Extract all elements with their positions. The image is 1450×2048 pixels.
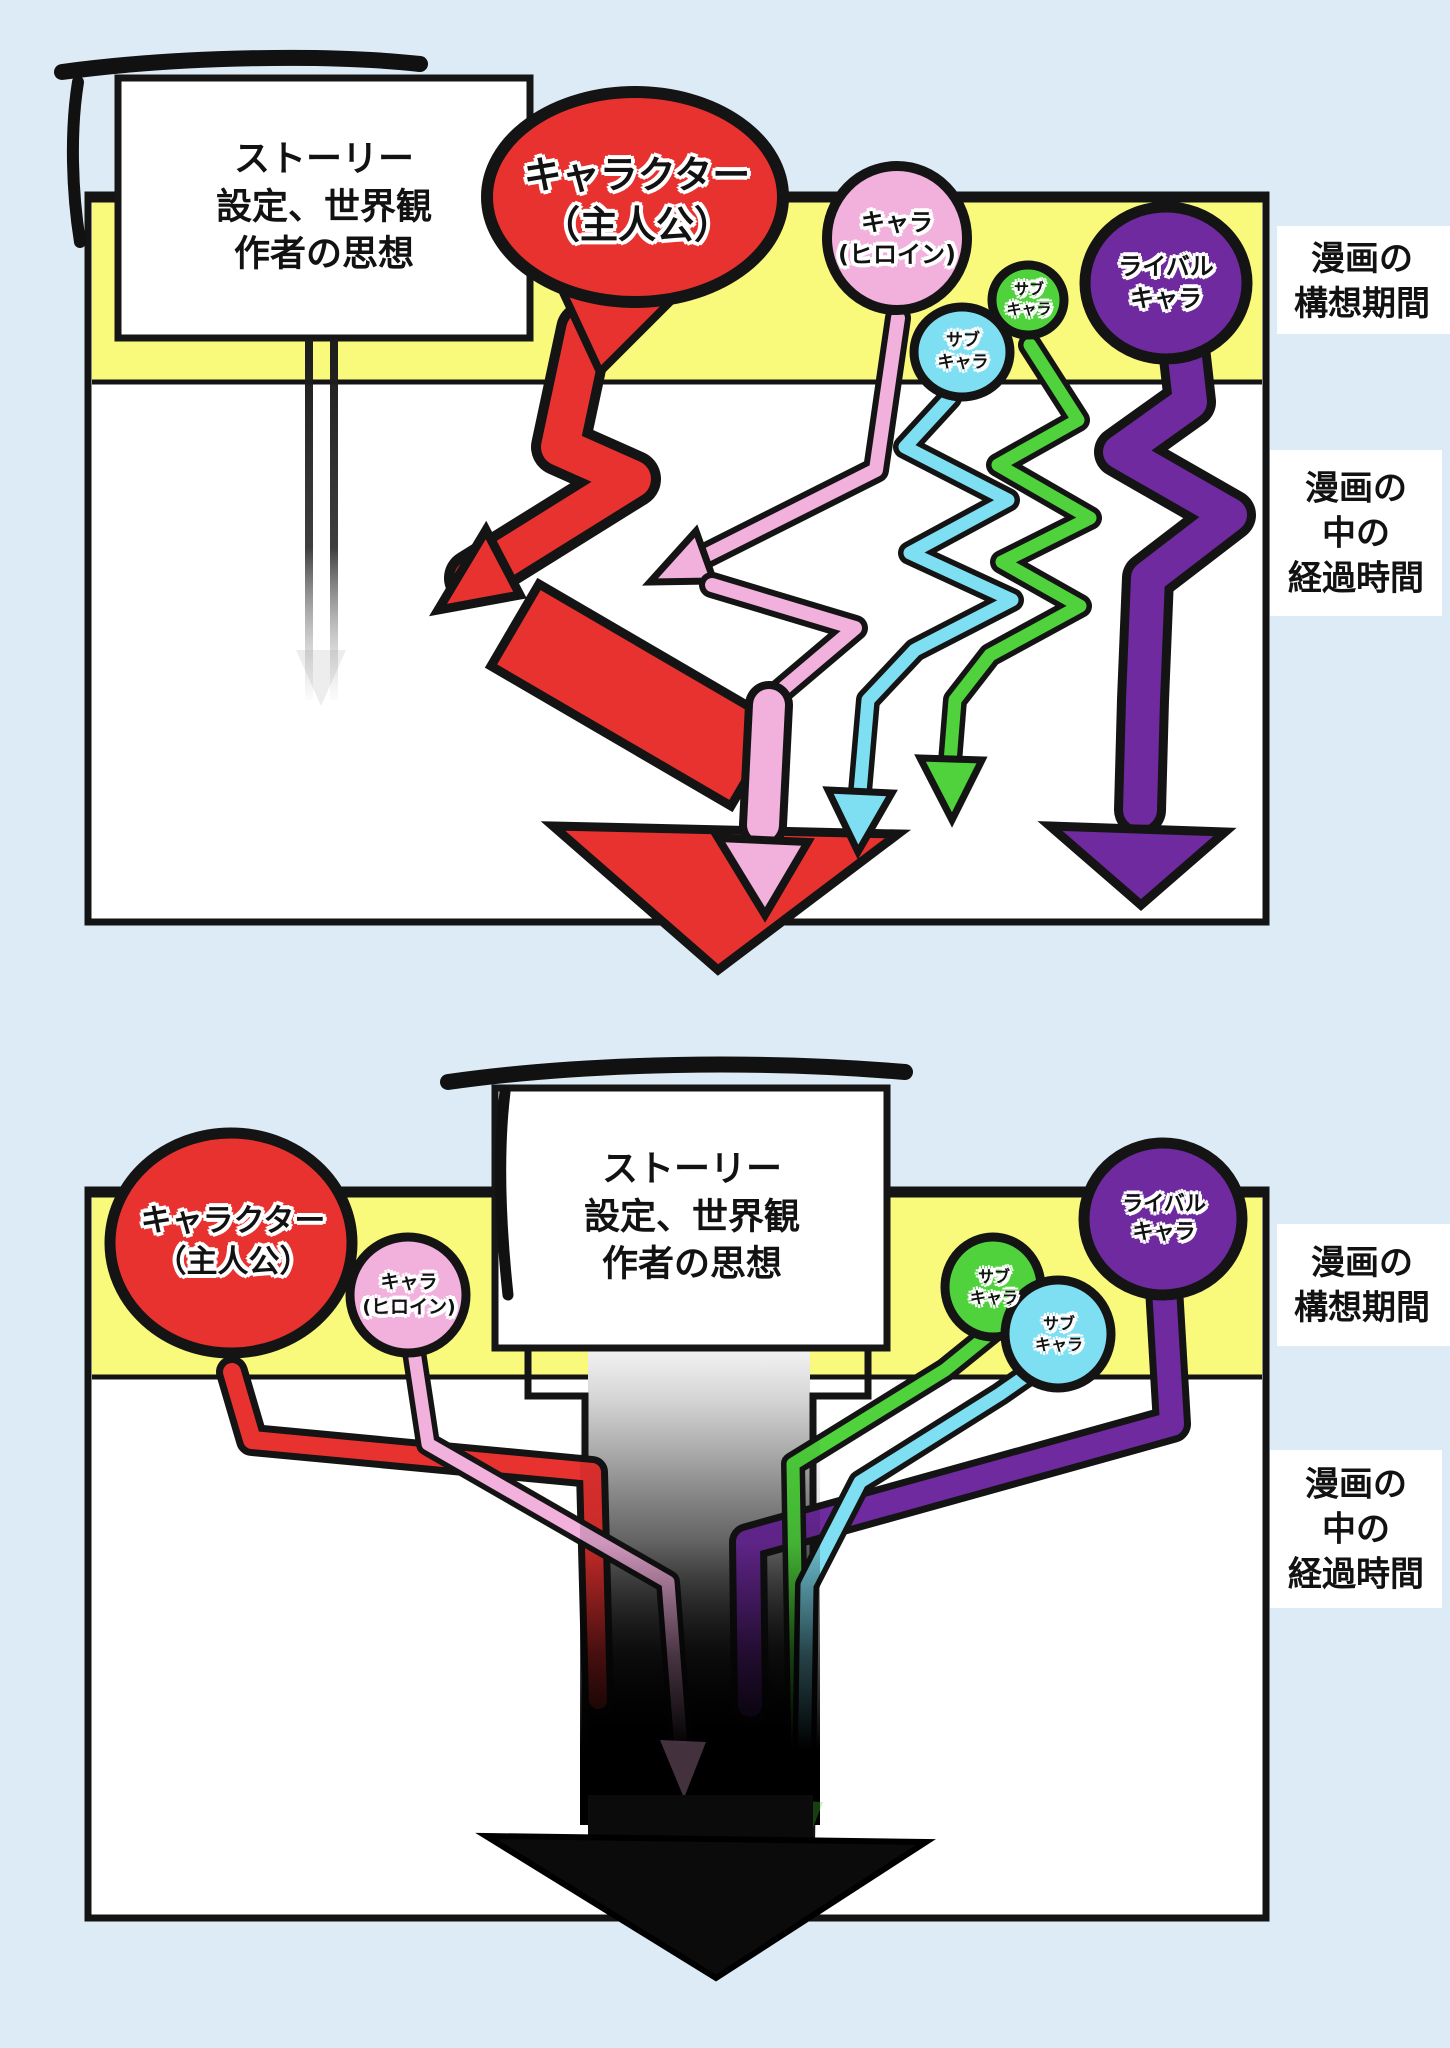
top-label-elapsed-time: 漫画の 中の 経過時間 [1288,468,1424,599]
balloon-sub-cyan-bottom [1000,1275,1116,1393]
top-label-plate-conception [1277,226,1450,334]
bottom-label-elapsed-time: 漫画の 中の 経過時間 [1288,1464,1424,1595]
bottom-label-plate-elapsed [1270,1450,1442,1608]
top-source-box [54,49,534,342]
purple-arrowhead [1037,821,1237,911]
box-brush-top-stroke [54,49,428,80]
balloon-heroine-bottom [345,1232,471,1358]
top-sub-cyan-label: サブ キャラ [937,330,989,373]
top-panel [54,49,1450,976]
balloon-rival-bottom [1078,1137,1248,1301]
top-sub-green-label: サブ キャラ [1006,280,1052,318]
faint-pink-arrowhead [660,1740,706,1798]
bottom-source-box-text: ストーリー 設定、世界観 作者の思想 [583,1148,801,1285]
balloon-sub-cyan-top [909,302,1015,402]
bottom-sub-cyan-label: サブ キャラ [1034,1313,1084,1354]
faint-arrowhead [296,650,346,706]
bottom-heroine-label: キャラ (ヒロイン) [362,1270,456,1318]
bottom-label-plate-conception [1277,1224,1450,1346]
balloon-protagonist-top [481,86,789,308]
shaft-darkness-overlay [580,1400,820,1825]
top-heroine-label: キャラ (ヒロイン) [838,208,956,268]
balloon-rival-top [1079,201,1253,365]
sub-cyan-arrow-top [822,386,1024,860]
story-fading-arrow [296,340,346,706]
red-left-arrowhead [429,520,527,617]
top-label-plate-elapsed [1270,450,1442,616]
balloon-heroine-top [822,161,972,315]
rival-arrow-top [1037,269,1256,911]
box-brush-top-stroke-bottom [440,1056,913,1090]
green-arrowhead [914,754,988,828]
bottom-source-box [440,1056,913,1352]
top-protagonist-label: キャラクター （主人公） [523,152,751,247]
balloon-protagonist-bottom [104,1127,358,1359]
top-rival-label: ライバル キャラ [1118,252,1214,312]
cyan-arrowhead [822,786,898,860]
bottom-rival-label: ライバル キャラ [1122,1191,1206,1243]
red-giant-arrowhead [540,821,912,976]
box-brush-left-stroke [66,76,86,248]
bottom-label-conception-period: 漫画の 構想期間 [1294,1243,1430,1328]
box-brush-left-stroke-bottom [495,1086,514,1301]
top-label-conception-period: 漫画の 構想期間 [1294,239,1430,324]
sub-green-arrow-top [914,333,1102,828]
bottom-sub-green-label: サブ キャラ [969,1266,1019,1307]
pink-left-arrowhead [642,524,719,586]
balloon-sub-green-top [987,260,1069,340]
heroine-arrow-top [642,305,911,923]
bottom-panel [84,1056,1450,1982]
pink-arrowhead [710,833,815,923]
bottom-protagonist-label: キャラクター （主人公） [140,1203,326,1280]
protagonist-arrow-top [429,279,912,976]
top-source-box-text: ストーリー 設定、世界観 作者の思想 [215,138,433,275]
black-giant-arrowhead [475,1832,936,1982]
